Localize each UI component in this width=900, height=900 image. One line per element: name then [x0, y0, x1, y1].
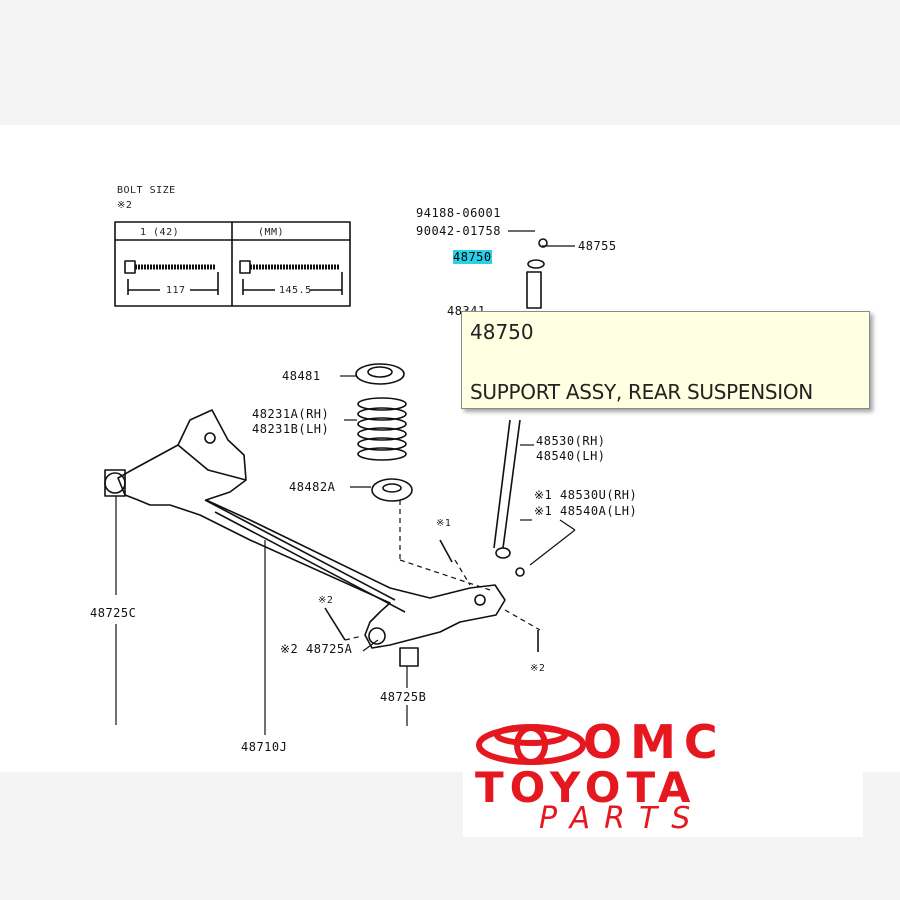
callout-48231b[interactable]: 48231B(LH) [252, 422, 330, 436]
callout-48750-highlighted[interactable]: 48750 [453, 250, 492, 264]
diagram-sheet [0, 125, 900, 772]
tooltip-part-description: SUPPORT ASSY, REAR SUSPENSION [470, 380, 813, 404]
rear-axle-beam [104, 409, 506, 649]
tooltip-part-number: 48750 [470, 320, 534, 344]
top-margin [0, 0, 900, 125]
upper-insulator [355, 363, 405, 385]
logo-line-omc: OMC [583, 715, 726, 769]
callout-48482a[interactable]: 48482A [289, 480, 336, 494]
toyota-emblem-icon [476, 724, 586, 765]
bolt-legend-table [114, 221, 351, 307]
legend-dim2: 145.5 [279, 285, 312, 296]
shock-absorber [493, 259, 545, 559]
bushing-48725b-icon [399, 647, 419, 667]
note-mark-2: ※2 [318, 595, 334, 606]
callout-48540a[interactable]: ※1 48540A(LH) [534, 504, 638, 518]
logo-line-toyota: TOYOTA [475, 763, 697, 812]
callout-94188-06001[interactable]: 94188-06001 [416, 206, 501, 220]
legend-heading: BOLT SIZE [117, 185, 176, 196]
bolt-hardware [104, 238, 548, 667]
callout-48540[interactable]: 48540(LH) [536, 449, 606, 463]
callout-90042-01758[interactable]: 90042-01758 [416, 224, 501, 238]
coil-spring [357, 397, 407, 461]
callout-48755[interactable]: 48755 [578, 239, 617, 253]
legend-col2-header: (MM) [258, 227, 285, 238]
lower-insulator [371, 478, 413, 502]
callout-48710j[interactable]: 48710J [241, 740, 288, 754]
callout-48530[interactable]: 48530(RH) [536, 434, 606, 448]
logo-line-parts: PARTS [539, 801, 705, 836]
callout-48481[interactable]: 48481 [282, 369, 321, 383]
callout-48530u[interactable]: ※1 48530U(RH) [534, 488, 638, 502]
bushing-48725c-icon [104, 469, 126, 497]
legend-col1-header: 1 (42) [140, 227, 180, 238]
callout-48725a[interactable]: ※2 48725A [280, 642, 353, 656]
callout-48725b[interactable]: 48725B [380, 690, 427, 704]
leader-lines [115, 230, 576, 735]
note-mark-3: ※2 [530, 663, 546, 674]
note-mark-1: ※1 [436, 518, 452, 529]
bolt-2-head-icon [239, 260, 251, 274]
omc-toyota-parts-logo: OMC TOYOTA PARTS [463, 715, 863, 837]
callout-48231a[interactable]: 48231A(RH) [252, 407, 330, 421]
bolt-1-head-icon [124, 260, 136, 274]
part-tooltip: 48750 SUPPORT ASSY, REAR SUSPENSION [461, 311, 870, 409]
legend-subheading: ※2 [117, 200, 133, 211]
legend-dim1: 117 [166, 285, 186, 296]
callout-48725c[interactable]: 48725C [90, 606, 137, 620]
